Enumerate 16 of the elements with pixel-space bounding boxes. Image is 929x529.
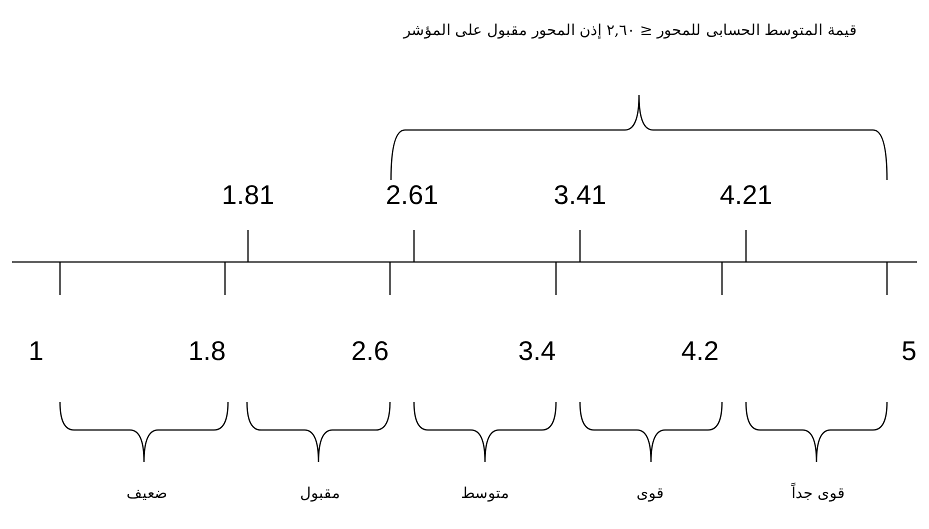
scale-value: 4.21 bbox=[720, 180, 772, 211]
category-label: مقبول bbox=[300, 484, 340, 502]
scale-value: 1.8 bbox=[188, 336, 226, 367]
category-label: متوسط bbox=[461, 484, 509, 502]
scale-value: 2.61 bbox=[386, 180, 438, 211]
scale-value: 4.2 bbox=[681, 336, 719, 367]
category-label: قوى جداً bbox=[792, 484, 844, 502]
scale-value: 5 bbox=[901, 336, 917, 367]
annotation-text: قيمة المتوسط الحسابى للمحور ≤ ٢,٦٠ إذن المحور مقبول على المؤشر bbox=[402, 20, 858, 41]
scale-value: 1 bbox=[28, 336, 44, 367]
scale-value: 3.4 bbox=[518, 336, 556, 367]
category-label: ضعيف bbox=[126, 484, 168, 502]
scale-value: 1.81 bbox=[222, 180, 274, 211]
scale-value: 3.41 bbox=[554, 180, 606, 211]
category-label: قوى bbox=[636, 484, 664, 502]
scale-value: 2.6 bbox=[351, 336, 389, 367]
